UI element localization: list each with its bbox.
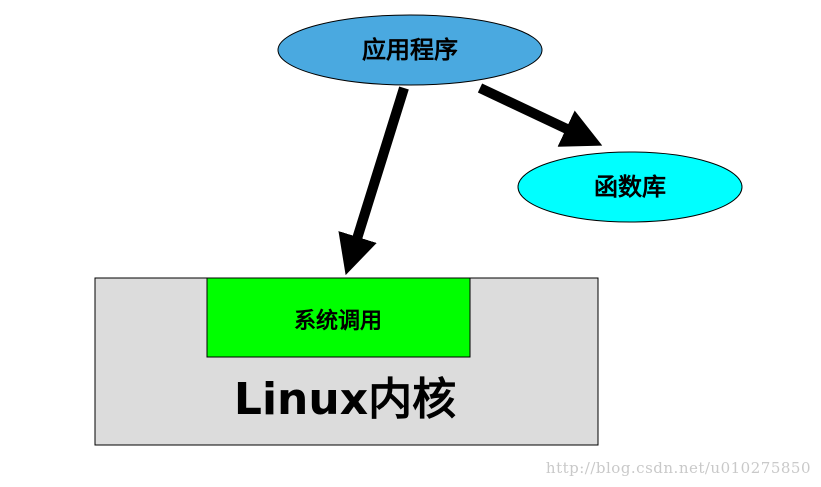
library-label: 函数库	[594, 173, 666, 201]
app-node: 应用程序	[277, 14, 543, 86]
kernel-label: Linux内核	[234, 374, 456, 425]
arrow-app-to-library	[477, 83, 603, 147]
library-node: 函数库	[517, 151, 743, 223]
syscall-box-rect	[206, 277, 471, 358]
arrow-app-to-syscall	[338, 86, 409, 276]
watermark-text: http://blog.csdn.net/u010275850	[545, 459, 811, 477]
library-ellipse	[517, 151, 743, 223]
app-ellipse	[277, 14, 543, 86]
syscall-box: 系统调用	[206, 277, 471, 358]
app-label: 应用程序	[362, 36, 458, 64]
syscall-label: 系统调用	[294, 308, 382, 334]
